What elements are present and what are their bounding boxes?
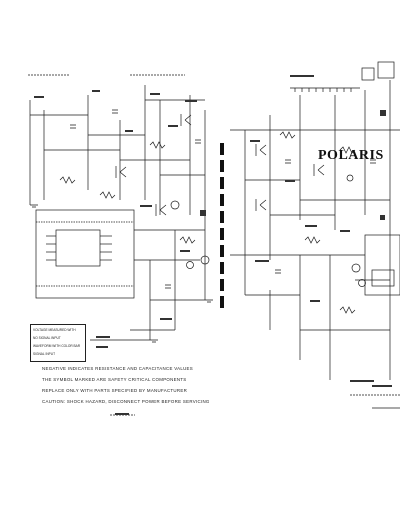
legend-line: NO SIGNAL INPUT bbox=[33, 336, 61, 340]
legend-line: SIGNAL INPUT bbox=[33, 352, 56, 356]
legend-line: VOLTAGE MEASURED WITH bbox=[33, 328, 76, 332]
schematic-note: REPLACE ONLY WITH PARTS SPECIFIED BY MAN… bbox=[42, 388, 188, 393]
voltage-legend: VOLTAGE MEASURED WITH NO SIGNAL INPUT WA… bbox=[30, 324, 86, 362]
schematic-note: CAUTION: SHOCK HAZARD, DISCONNECT POWER … bbox=[42, 399, 210, 404]
schematic-note: NEGATIVE INDICATES RESISTANCE AND CAPACI… bbox=[42, 366, 193, 371]
legend-line: WAVEFORM WITH COLOR BAR bbox=[33, 344, 81, 348]
schematic-note: THE SYMBOL MARKED ARE SAFETY CRITICAL CO… bbox=[42, 377, 187, 382]
brand-title: POLARIS bbox=[318, 148, 384, 163]
